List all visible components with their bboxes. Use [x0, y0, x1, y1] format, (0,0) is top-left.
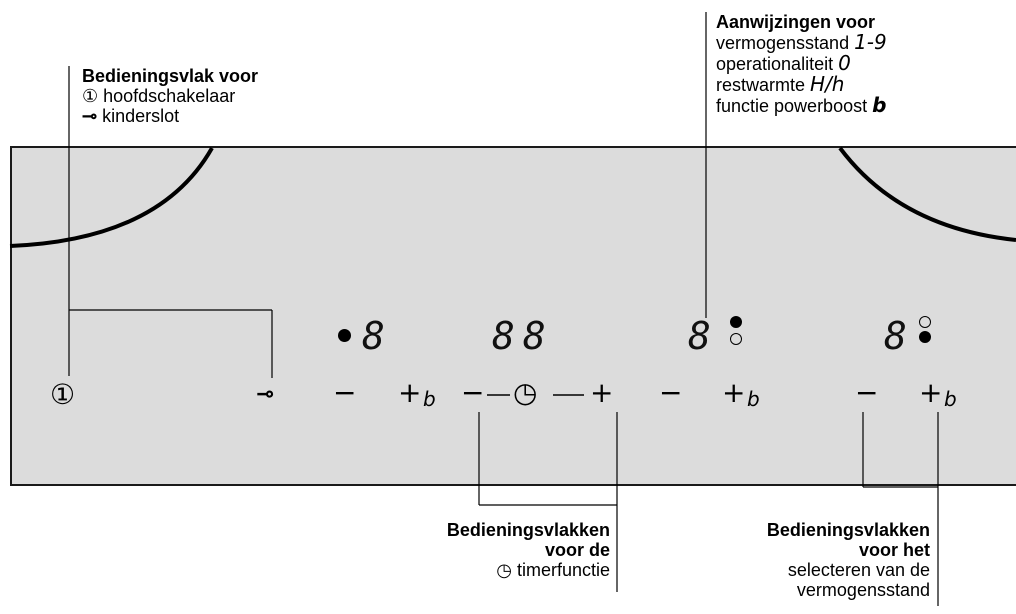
control-panel	[10, 146, 1016, 486]
minus-button-timer[interactable]: −	[461, 376, 485, 409]
minus-button-rear-right-zone[interactable]: −	[855, 376, 879, 409]
timer-icon: ◷	[496, 560, 512, 580]
power-icon: ①	[82, 86, 99, 106]
label-title-line1: Bedieningsvlakken	[446, 520, 610, 540]
label-title-line2: voor het	[858, 540, 930, 560]
zone-indicator-ring	[919, 316, 931, 328]
display-left-zone: 8	[362, 314, 393, 358]
main-switch-label-block: Bedieningsvlak voor ① hoofdschakelaar ⊸ …	[82, 66, 258, 126]
boost-label-left-zone: b	[423, 387, 436, 411]
right-cooking-zone-arc	[838, 146, 1016, 242]
plus-button-timer[interactable]: +	[590, 376, 614, 409]
timer-button[interactable]: ◷	[513, 376, 538, 409]
label-select-line2: vermogensstand	[796, 580, 930, 600]
label-powerboost: functie powerboost	[716, 96, 873, 116]
plus-button-left-zone[interactable]: +	[398, 376, 422, 409]
code-residual-heat: H/h	[810, 72, 845, 96]
code-operational: 0	[838, 51, 851, 75]
timer-controls-label-block: Bedieningsvlakken voor de ◷ timerfunctie	[380, 520, 610, 580]
label-operational: operationaliteit	[716, 54, 839, 74]
label-child-lock: kinderslot	[97, 106, 180, 126]
key-icon: ⊸	[82, 106, 98, 126]
child-lock-button[interactable]: ⊸	[256, 382, 275, 407]
display-timer: 88	[492, 314, 554, 358]
code-powerboost: b	[872, 93, 887, 117]
zone-indicator-dot-filled	[730, 316, 742, 328]
power-button[interactable]: ①	[50, 378, 76, 411]
label-title-line1: Bedieningsvlakken	[766, 520, 930, 540]
code-power-level: 1-9	[854, 30, 887, 54]
label-select-line1: selecteren van de	[787, 560, 930, 580]
display-rear-right-zone: 8	[884, 314, 915, 358]
label-title: Aanwijzingen voor	[716, 12, 876, 32]
label-timer-function: timerfunctie	[511, 560, 610, 580]
zone-indicator-ring	[730, 333, 742, 345]
left-cooking-zone-arc	[9, 147, 214, 248]
zone-indicator-dot-filled	[919, 331, 931, 343]
display-front-right-zone: 8	[688, 314, 719, 358]
label-main-switch: hoofdschakelaar	[98, 86, 236, 106]
label-title: Bedieningsvlak voor	[82, 66, 259, 86]
power-level-controls-label-block: Bedieningsvlakken voor het selecteren va…	[700, 520, 930, 600]
label-title-line2: voor de	[544, 540, 610, 560]
minus-button-left-zone[interactable]: −	[333, 376, 357, 409]
indicators-label-block: Aanwijzingen voor vermogensstand 1-9 ope…	[716, 12, 887, 116]
boost-label-front-right-zone: b	[747, 387, 760, 411]
minus-button-front-right-zone[interactable]: −	[659, 376, 683, 409]
plus-button-rear-right-zone[interactable]: +	[919, 376, 943, 409]
label-power-level: vermogensstand	[716, 33, 855, 53]
zone-indicator-dot	[338, 329, 351, 342]
label-residual-heat: restwarmte	[716, 75, 811, 95]
plus-button-front-right-zone[interactable]: +	[722, 376, 746, 409]
boost-label-rear-right-zone: b	[944, 387, 957, 411]
